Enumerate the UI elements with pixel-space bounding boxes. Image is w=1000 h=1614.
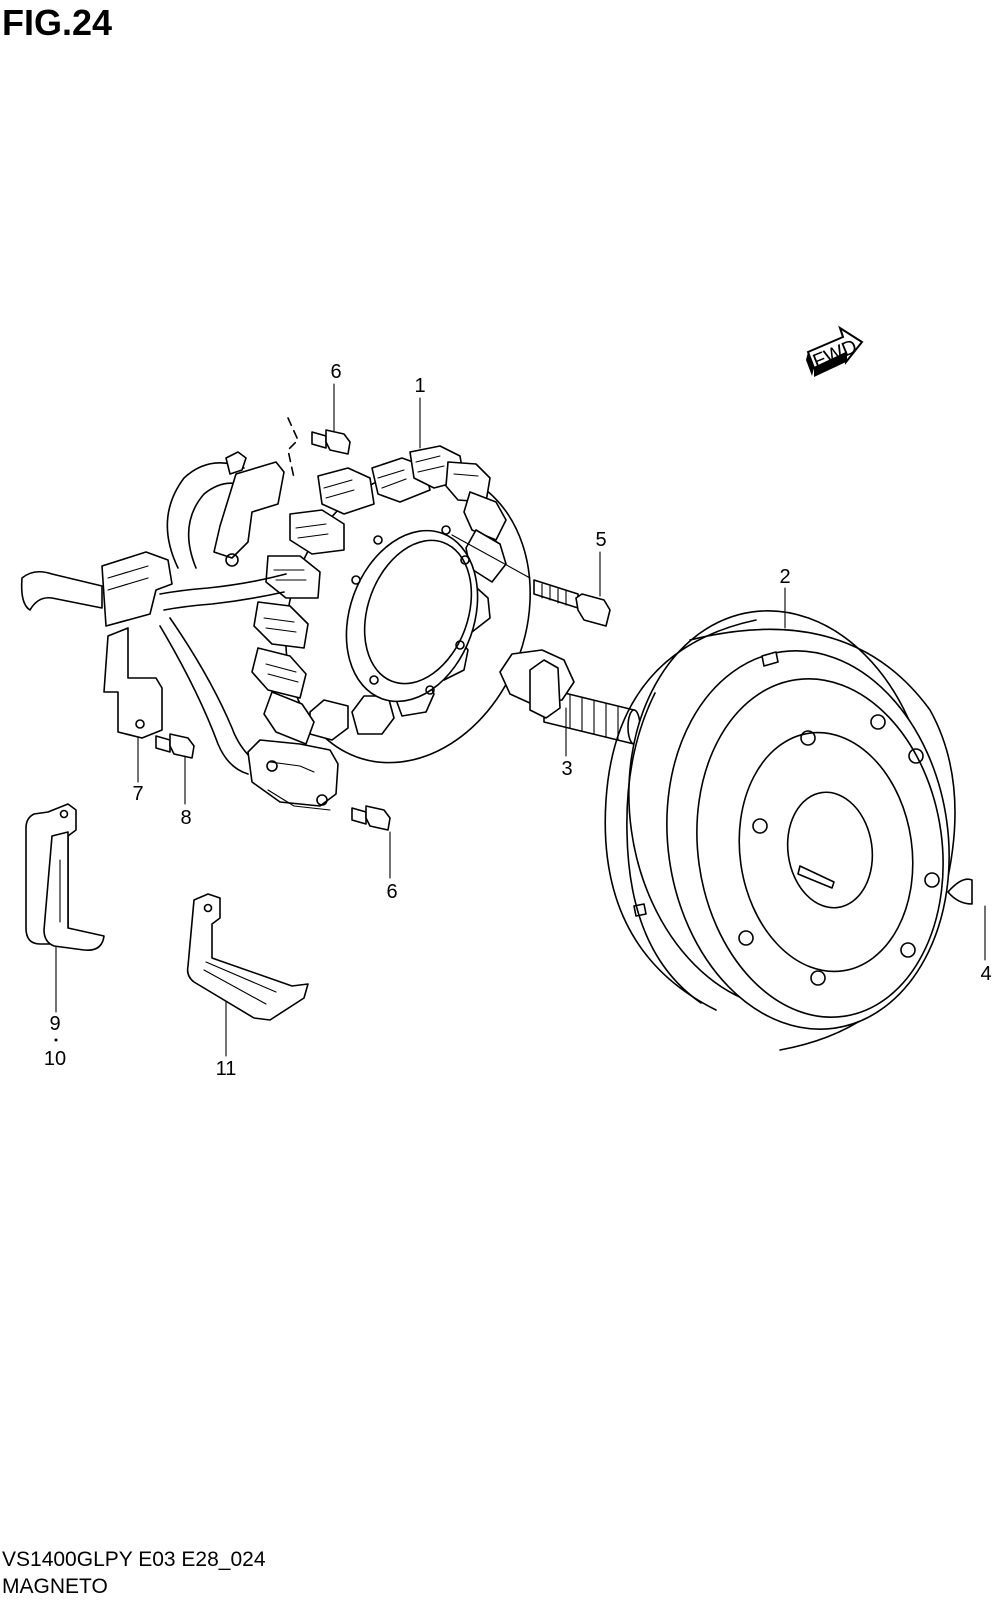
callout-10: 10 xyxy=(44,1048,66,1070)
stator-assembly xyxy=(251,445,531,764)
section-name: MAGNETO xyxy=(2,1575,108,1598)
callout-5: 5 xyxy=(595,529,606,551)
callout-6-upper: 6 xyxy=(330,361,341,383)
figure-title: FIG.24 xyxy=(2,2,113,43)
callout-3: 3 xyxy=(561,758,572,780)
callout-8: 8 xyxy=(180,807,191,829)
bolt-3 xyxy=(499,649,641,745)
bolt-6-upper xyxy=(311,429,351,455)
bracket-7 xyxy=(103,627,163,739)
callout-4: 4 xyxy=(980,963,991,985)
callout-2: 2 xyxy=(779,566,790,588)
bolt-6-lower xyxy=(351,805,391,831)
callout-labels: 6 1 5 2 3 4 6 7 8 9 10 11 xyxy=(44,361,992,1080)
model-code: VS1400GLPY E03 E28_024 xyxy=(2,1548,266,1571)
leader-lines xyxy=(54,383,986,1057)
flywheel-rotor xyxy=(604,610,956,1051)
bolt-5 xyxy=(533,579,611,627)
callout-9: 9 xyxy=(49,1013,60,1035)
callout-1: 1 xyxy=(414,375,425,397)
stator-harness xyxy=(20,417,339,811)
bolt-8 xyxy=(155,733,195,759)
clamp-9-10 xyxy=(25,803,105,952)
callout-7: 7 xyxy=(132,783,143,805)
fwd-arrow-icon: FWD xyxy=(806,325,864,377)
clamp-11 xyxy=(186,893,309,1021)
key-4 xyxy=(947,878,973,905)
callout-6-lower: 6 xyxy=(386,881,397,903)
callout-11: 11 xyxy=(216,1058,237,1080)
